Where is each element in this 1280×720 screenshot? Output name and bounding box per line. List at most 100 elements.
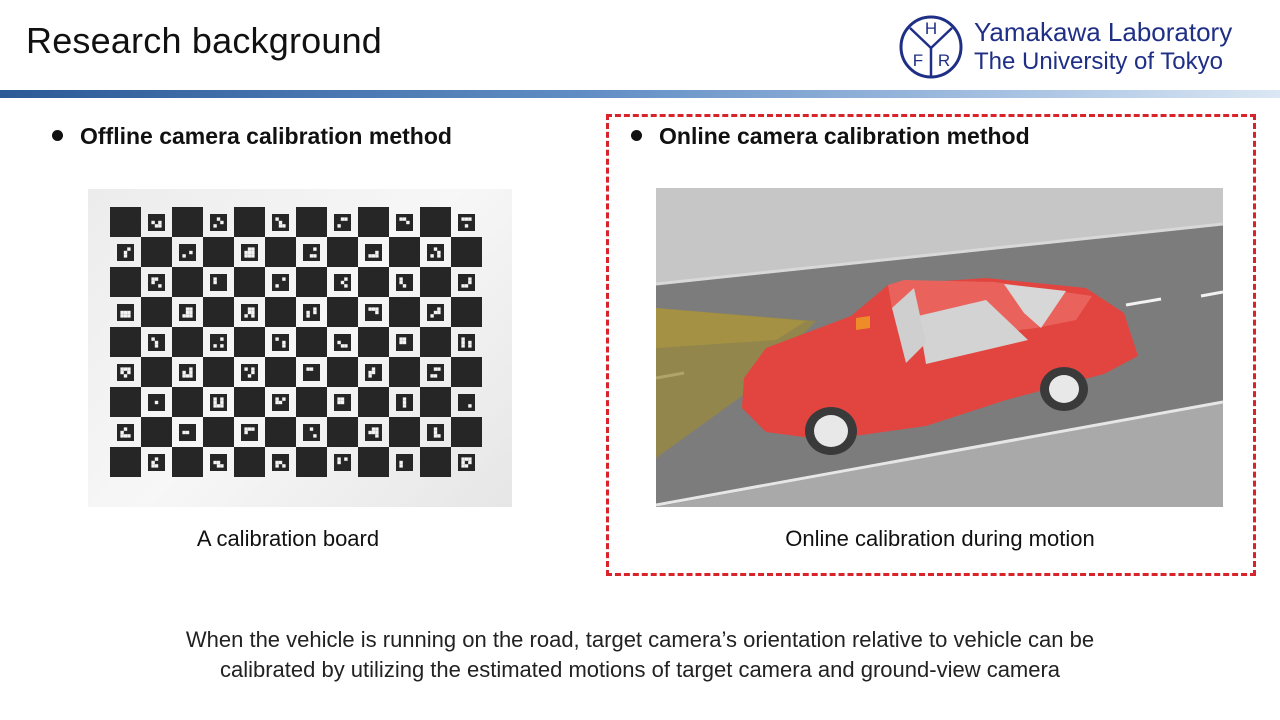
car-windshield (892, 288, 926, 363)
footnote-line-1: When the vehicle is running on the road,… (185, 627, 1095, 652)
board-aruco-marker (365, 364, 382, 381)
board-aruco-marker (272, 454, 289, 471)
board-black-square (358, 207, 389, 237)
lab-header: H F R Yamakawa Laboratory The University… (898, 12, 1278, 79)
board-aruco-marker (117, 364, 134, 381)
board-black-square (420, 267, 451, 297)
board-aruco-marker (303, 364, 320, 381)
board-aruco-marker (179, 244, 196, 261)
online-method-highlight-frame (606, 114, 1256, 576)
board-black-square (265, 237, 296, 267)
calibration-board-illustration (110, 207, 482, 477)
board-black-square (203, 297, 234, 327)
board-aruco-marker (241, 244, 258, 261)
board-black-square (327, 237, 358, 267)
board-aruco-marker (334, 334, 351, 351)
board-aruco-marker (365, 304, 382, 321)
board-black-square (110, 327, 141, 357)
board-black-square (389, 297, 420, 327)
road-edge-line-bottom (655, 400, 1224, 507)
board-black-square (141, 357, 172, 387)
board-aruco-marker (303, 304, 320, 321)
slide-title: Research background (26, 20, 383, 61)
car-rear-hubcap (1049, 375, 1079, 403)
board-black-square (141, 297, 172, 327)
board-black-square (110, 267, 141, 297)
board-black-square (420, 207, 451, 237)
board-black-square (141, 417, 172, 447)
slide-footnote: When the vehicle is running on the road,… (60, 625, 1220, 685)
board-aruco-marker (148, 214, 165, 231)
board-black-square (420, 327, 451, 357)
calibration-board-caption: A calibration board (196, 526, 380, 551)
board-aruco-marker (210, 274, 227, 291)
board-black-square (203, 417, 234, 447)
board-aruco-marker (334, 214, 351, 231)
footnote-line-2: calibrated by utilizing the estimated mo… (219, 657, 1061, 682)
board-aruco-marker (117, 304, 134, 321)
board-aruco-marker (210, 394, 227, 411)
board-aruco-marker (396, 394, 413, 411)
board-aruco-marker (458, 334, 475, 351)
board-black-square (234, 207, 265, 237)
board-aruco-marker (303, 424, 320, 441)
bullet-icon (631, 130, 642, 141)
board-black-square (389, 237, 420, 267)
board-aruco-marker (179, 364, 196, 381)
board-black-square (296, 267, 327, 297)
board-aruco-marker (396, 334, 413, 351)
board-aruco-marker (117, 424, 134, 441)
board-aruco-marker (272, 274, 289, 291)
car-side-window (918, 300, 1028, 364)
car-rear-window (1004, 284, 1066, 328)
board-black-square (265, 417, 296, 447)
board-black-square (389, 417, 420, 447)
lane-marking (1200, 290, 1224, 298)
board-aruco-marker (334, 454, 351, 471)
board-black-square (327, 417, 358, 447)
board-aruco-marker (148, 454, 165, 471)
board-aruco-marker (272, 394, 289, 411)
logo-letter-f: F (913, 51, 923, 70)
board-black-square (172, 387, 203, 417)
board-black-square (203, 237, 234, 267)
board-aruco-marker (117, 244, 134, 261)
board-black-square (234, 267, 265, 297)
board-black-square (296, 447, 327, 477)
lab-university: The University of Tokyo (974, 48, 1223, 75)
board-black-square (451, 357, 482, 387)
car-front-hubcap (814, 415, 848, 447)
camera-view-overlay (656, 308, 806, 348)
board-black-square (172, 267, 203, 297)
board-aruco-marker (303, 244, 320, 261)
board-black-square (265, 357, 296, 387)
target-camera-marker (856, 316, 870, 330)
board-black-square (296, 327, 327, 357)
board-black-square (358, 267, 389, 297)
board-black-square (141, 237, 172, 267)
online-method-heading: Online camera calibration method (631, 123, 1030, 150)
lab-logo: H F R (899, 15, 963, 79)
offline-method-heading: Offline camera calibration method (52, 123, 452, 150)
board-aruco-marker (396, 454, 413, 471)
board-black-square (451, 297, 482, 327)
board-black-square (296, 207, 327, 237)
board-aruco-marker (427, 304, 444, 321)
board-aruco-marker (427, 244, 444, 261)
board-black-square (234, 327, 265, 357)
board-aruco-marker (148, 274, 165, 291)
board-aruco-marker (272, 334, 289, 351)
board-black-square (234, 447, 265, 477)
offline-method-label: Offline camera calibration method (80, 123, 452, 149)
board-aruco-marker (458, 454, 475, 471)
board-black-square (110, 207, 141, 237)
bullet-icon (52, 130, 63, 141)
board-aruco-marker (458, 214, 475, 231)
board-black-square (358, 447, 389, 477)
board-black-square (110, 447, 141, 477)
online-calibration-image (655, 188, 1224, 507)
road-edge-line-top (655, 222, 1224, 286)
board-black-square (358, 327, 389, 357)
board-aruco-marker (179, 424, 196, 441)
board-aruco-marker (458, 274, 475, 291)
